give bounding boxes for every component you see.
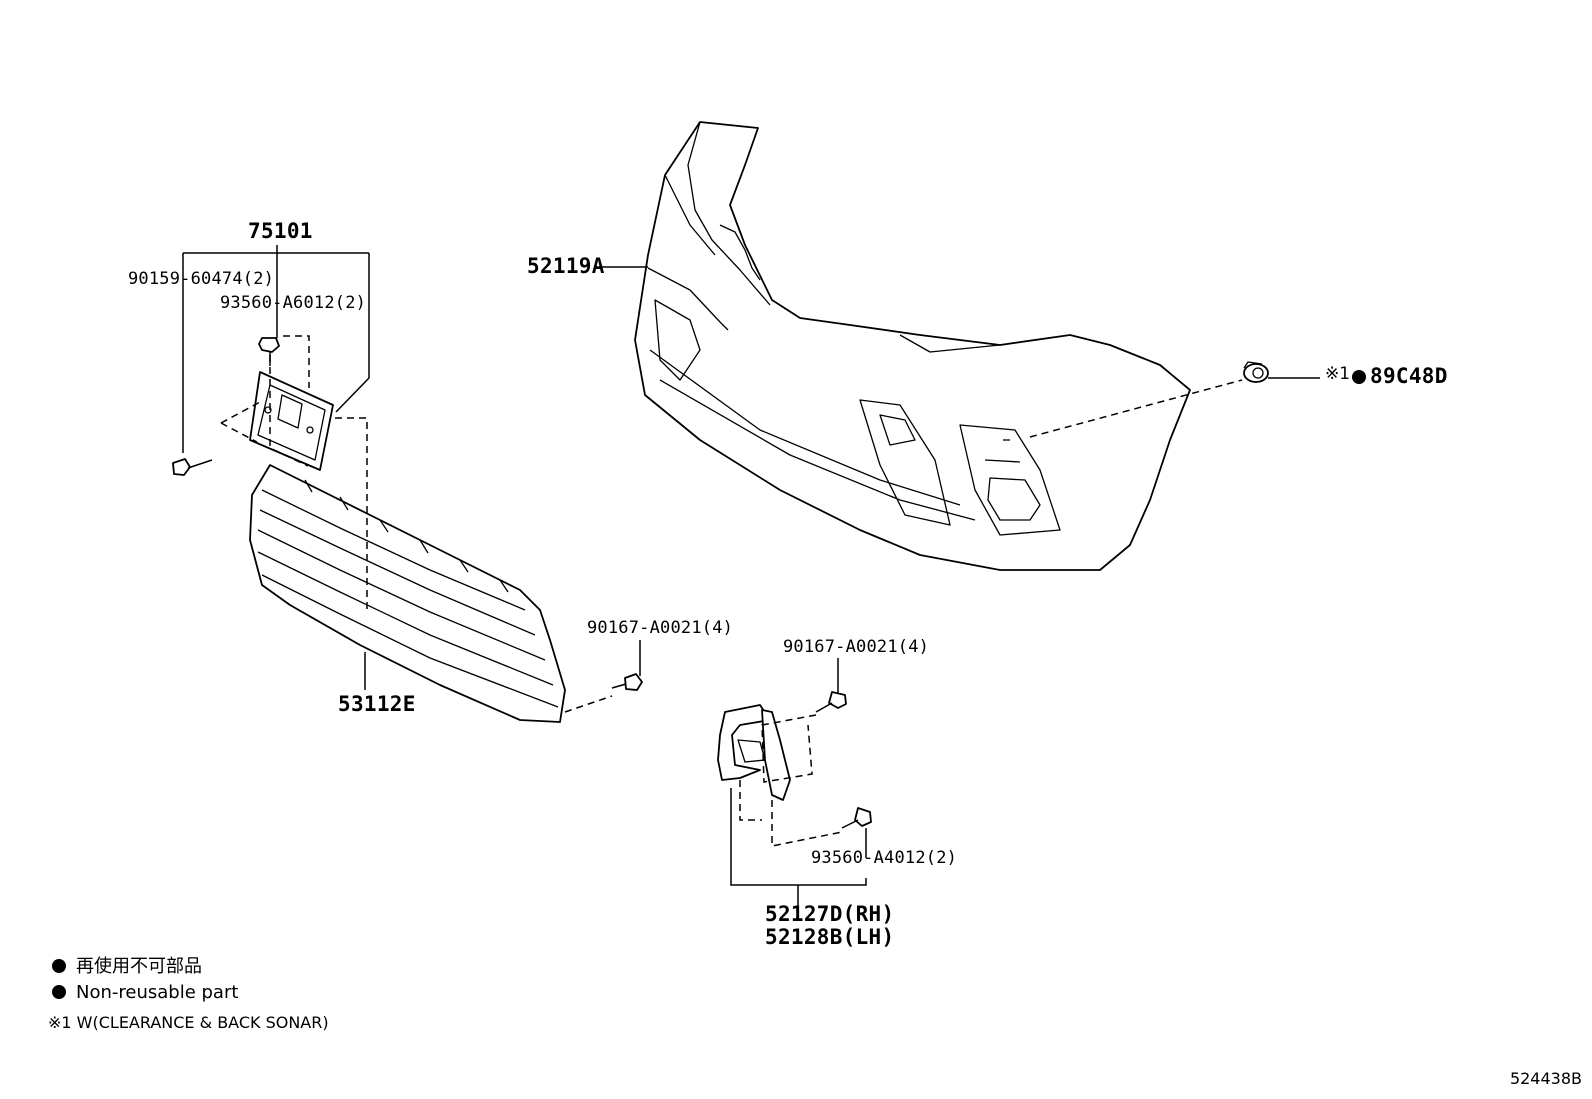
legend-en-text: Non-reusable part	[76, 982, 239, 1003]
leader-lines	[182, 245, 1320, 906]
part-number-93560-a6012: 93560-A6012(2)	[220, 293, 367, 313]
non-reusable-dot-icon	[1352, 370, 1366, 384]
bumper-cover-drawing	[634, 121, 1191, 571]
bolt-90167-right-drawing	[815, 691, 847, 713]
part-number-52119a: 52119A	[527, 254, 605, 278]
legend-non-reusable-jp: 再使用不可部品	[52, 958, 202, 976]
part-number-89c48d: 89C48D	[1370, 364, 1448, 388]
lower-grille-drawing	[249, 464, 566, 723]
sonar-sensor-drawing	[1243, 361, 1269, 383]
note-mark-1: ※1	[1325, 364, 1351, 384]
bolt-93560-a4012-drawing	[841, 807, 872, 829]
legend-jp-text: 再使用不可部品	[76, 956, 202, 977]
license-plate-bracket-drawing	[249, 371, 334, 471]
part-number-90167-a0021-right: 90167-A0021(4)	[783, 637, 930, 657]
part-number-93560-a4012: 93560-A4012(2)	[811, 848, 958, 868]
dashed-lines	[220, 335, 1243, 847]
bolt-90159-60474-drawing	[172, 458, 213, 476]
part-number-53112e: 53112E	[338, 692, 416, 716]
part-number-90167-a0021-left: 90167-A0021(4)	[587, 618, 734, 638]
legend-non-reusable-en: Non-reusable part	[52, 984, 238, 1002]
legend-note: ※1 W(CLEARANCE & BACK SONAR)	[48, 1013, 329, 1032]
part-number-52128b-lh: 52128B(LH)	[765, 925, 895, 949]
bolt-93560-a6012-drawing	[258, 337, 280, 366]
bolt-90167-left-drawing	[611, 673, 643, 691]
fog-lamp-bezel-drawing	[717, 704, 791, 801]
part-number-52127d-rh: 52127D(RH)	[765, 902, 895, 926]
filled-circle-icon	[52, 959, 66, 973]
filled-circle-icon	[52, 985, 66, 999]
part-number-75101: 75101	[248, 219, 313, 243]
diagram-reference-number: 524438B	[1509, 1069, 1582, 1088]
part-number-90159-60474: 90159-60474(2)	[128, 269, 275, 289]
